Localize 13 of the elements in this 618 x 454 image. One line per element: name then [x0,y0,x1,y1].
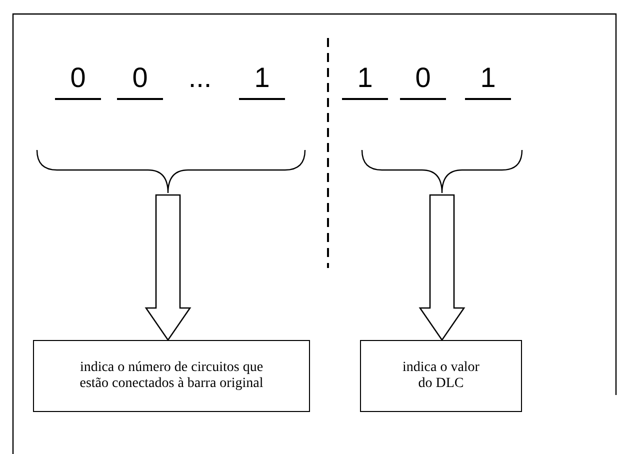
hollow-arrow [144,194,192,342]
bit-digit: 0 [400,58,446,100]
bit-digit: 1 [239,58,285,100]
bit-digit: 0 [55,58,101,100]
bit-digit: 0 [117,58,163,100]
bit-digit: 1 [465,58,511,100]
text-box [33,340,310,412]
box-text: indica o valor do DLC [402,360,480,392]
box-text: indica o número de circuitos que estão conectados à barra original [78,360,264,392]
hollow-arrow [418,194,466,342]
ellipsis: ... [187,61,213,95]
bit-digit: 1 [342,58,388,100]
text-box [360,340,522,412]
